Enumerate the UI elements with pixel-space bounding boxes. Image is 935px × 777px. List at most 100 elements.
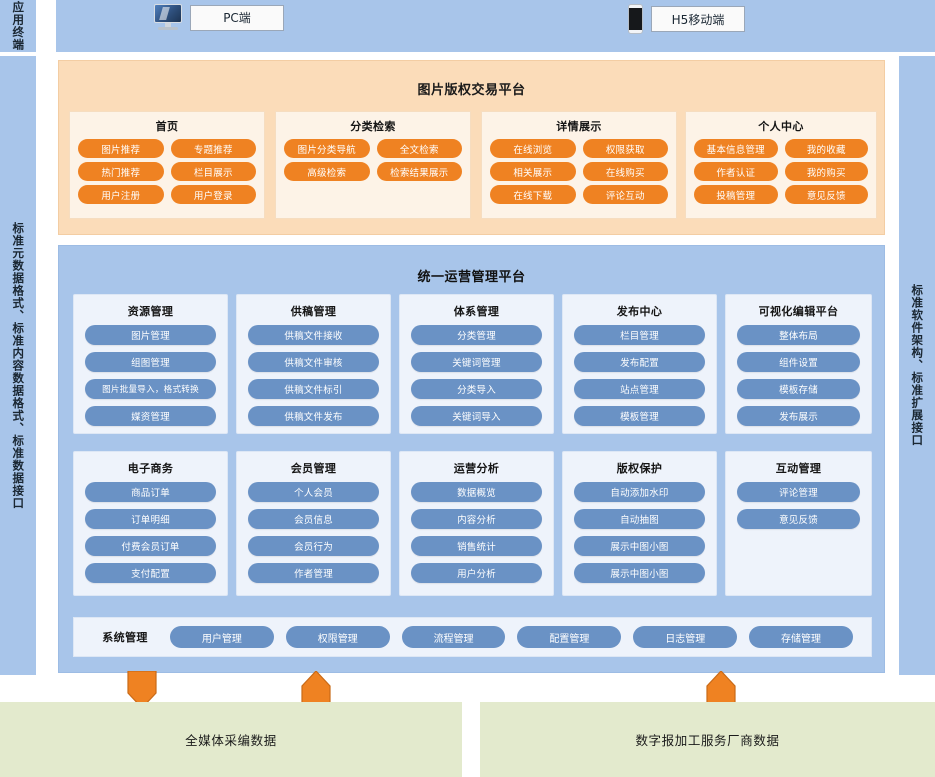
feature-pill[interactable]: 权限获取 — [582, 139, 668, 158]
feature-pill[interactable]: 供稿文件接收 — [248, 325, 379, 345]
feature-pill[interactable]: 用户登录 — [170, 185, 256, 204]
feature-pill[interactable]: 供稿文件发布 — [248, 406, 379, 426]
feature-pill[interactable]: 供稿文件标引 — [248, 379, 379, 399]
orange-group-home: 首页 图片推荐 专题推荐 热门推荐 栏目展示 用户注册 用户登录 — [69, 111, 265, 219]
terminal-pc-label: PC端 — [190, 4, 284, 31]
feature-pill[interactable]: 评论管理 — [737, 482, 860, 502]
feature-pill[interactable]: 关键词管理 — [411, 352, 542, 372]
system-management-label: 系统管理 — [102, 631, 148, 644]
system-pill[interactable]: 日志管理 — [633, 626, 738, 648]
feature-pill[interactable]: 基本信息管理 — [694, 139, 778, 158]
system-pill[interactable]: 权限管理 — [285, 626, 390, 648]
feature-pill[interactable]: 图片批量导入，格式转换 — [85, 379, 216, 399]
feature-pill[interactable]: 在线下载 — [490, 185, 576, 204]
desktop-monitor-icon — [154, 4, 182, 31]
feature-pill[interactable]: 图片管理 — [85, 325, 216, 345]
feature-pill[interactable]: 作者管理 — [248, 563, 379, 583]
feature-pill[interactable]: 全文检索 — [376, 139, 462, 158]
feature-pill[interactable]: 支付配置 — [85, 563, 216, 583]
terminal-strip: PC端 H5移动端 — [56, 0, 935, 52]
feature-pill[interactable]: 组图管理 — [85, 352, 216, 372]
feature-pill[interactable]: 商品订单 — [85, 482, 216, 502]
blue-group-member-management: 会员管理 个人会员 会员信息 会员行为 作者管理 — [236, 451, 391, 596]
group-title: 资源管理 — [127, 305, 174, 318]
feature-pill[interactable]: 专题推荐 — [170, 139, 256, 158]
feature-pill[interactable]: 检索结果展示 — [376, 162, 462, 181]
blue-group-contribution-management: 供稿管理 供稿文件接收 供稿文件审核 供稿文件标引 供稿文件发布 — [236, 294, 391, 434]
feature-pill[interactable]: 发布展示 — [737, 406, 860, 426]
feature-pill[interactable]: 供稿文件审核 — [248, 352, 379, 372]
blue-group-ecommerce: 电子商务 商品订单 订单明细 付费会员订单 支付配置 — [73, 451, 228, 596]
feature-pill[interactable]: 分类管理 — [411, 325, 542, 345]
orange-group-detail-display: 详情展示 在线浏览 权限获取 相关展示 在线购买 在线下载 评论互动 — [481, 111, 677, 219]
group-title: 首页 — [155, 120, 179, 133]
feature-pill[interactable]: 在线购买 — [582, 162, 668, 181]
feature-pill[interactable]: 在线浏览 — [490, 139, 576, 158]
feature-pill[interactable]: 相关展示 — [490, 162, 576, 181]
feature-pill[interactable]: 投稿管理 — [694, 185, 778, 204]
feature-pill[interactable]: 发布配置 — [574, 352, 705, 372]
feature-pill[interactable]: 订单明细 — [85, 509, 216, 529]
feature-pill[interactable]: 自动添加水印 — [574, 482, 705, 502]
system-pill[interactable]: 存储管理 — [749, 626, 853, 648]
terminal-h5-mobile[interactable]: H5移动端 — [628, 4, 745, 34]
feature-pill[interactable]: 意见反馈 — [784, 185, 868, 204]
mobile-phone-icon — [628, 4, 643, 34]
standard-software-band-right: 标准软件架构、标准扩展接口 — [899, 56, 935, 675]
feature-pill[interactable]: 栏目管理 — [574, 325, 705, 345]
feature-pill[interactable]: 会员信息 — [248, 509, 379, 529]
feature-pill[interactable]: 销售统计 — [411, 536, 542, 556]
group-title: 发布中心 — [616, 305, 663, 318]
feature-pill[interactable]: 高级检索 — [284, 162, 370, 181]
feature-pill[interactable]: 用户分析 — [411, 563, 542, 583]
terminal-pc[interactable]: PC端 — [154, 4, 284, 31]
feature-pill[interactable]: 个人会员 — [248, 482, 379, 502]
system-pill[interactable]: 配置管理 — [517, 626, 622, 648]
feature-pill[interactable]: 关键词导入 — [411, 406, 542, 426]
feature-pill[interactable]: 展示中图小图 — [574, 563, 705, 583]
group-title: 个人中心 — [758, 120, 804, 133]
feature-pill[interactable]: 模板管理 — [574, 406, 705, 426]
group-title: 体系管理 — [453, 305, 500, 318]
feature-pill[interactable]: 内容分析 — [411, 509, 542, 529]
group-title: 互动管理 — [775, 462, 822, 475]
blue-group-operations-analytics: 运营分析 数据概览 内容分析 销售统计 用户分析 — [399, 451, 554, 596]
feature-pill[interactable]: 数据概览 — [411, 482, 542, 502]
application-terminal-band: 应用终端 — [0, 0, 36, 52]
group-title: 可视化编辑平台 — [758, 305, 839, 318]
feature-pill[interactable]: 自动抽图 — [574, 509, 705, 529]
feature-pill[interactable]: 热门推荐 — [78, 162, 164, 181]
feature-pill[interactable]: 分类导入 — [411, 379, 542, 399]
feature-pill[interactable]: 展示中图小图 — [574, 536, 705, 556]
feature-pill[interactable]: 我的购买 — [784, 162, 868, 181]
terminal-h5-label: H5移动端 — [651, 6, 745, 32]
system-pill[interactable]: 用户管理 — [170, 626, 274, 648]
feature-pill[interactable]: 图片分类导航 — [284, 139, 370, 158]
blue-group-resource-management: 资源管理 图片管理 组图管理 图片批量导入，格式转换 媒资管理 — [73, 294, 228, 434]
blue-group-taxonomy-management: 体系管理 分类管理 关键词管理 分类导入 关键词导入 — [399, 294, 554, 434]
feature-pill[interactable]: 栏目展示 — [170, 162, 256, 181]
blue-group-visual-editing-platform: 可视化编辑平台 整体布局 组件设置 模板存储 发布展示 — [725, 294, 872, 434]
feature-pill[interactable]: 我的收藏 — [784, 139, 868, 158]
feature-pill[interactable]: 站点管理 — [574, 379, 705, 399]
feature-pill[interactable]: 整体布局 — [737, 325, 860, 345]
blue-platform-title: 统一运营管理平台 — [417, 270, 526, 285]
feature-pill[interactable]: 作者认证 — [694, 162, 778, 181]
group-title: 电子商务 — [127, 462, 174, 475]
feature-pill[interactable]: 会员行为 — [248, 536, 379, 556]
group-title: 供稿管理 — [290, 305, 337, 318]
feature-pill[interactable]: 评论互动 — [582, 185, 668, 204]
orange-platform-title: 图片版权交易平台 — [417, 83, 526, 98]
group-title: 会员管理 — [290, 462, 337, 475]
feature-pill[interactable]: 模板存储 — [737, 379, 860, 399]
feature-pill[interactable]: 意见反馈 — [737, 509, 860, 529]
feature-pill[interactable]: 用户注册 — [78, 185, 164, 204]
orange-group-personal-center: 个人中心 基本信息管理 我的收藏 作者认证 我的购买 投稿管理 意见反馈 — [685, 111, 877, 219]
system-pill[interactable]: 流程管理 — [401, 626, 506, 648]
group-title: 版权保护 — [616, 462, 663, 475]
feature-pill[interactable]: 媒资管理 — [85, 406, 216, 426]
feature-pill[interactable]: 付费会员订单 — [85, 536, 216, 556]
feature-pill[interactable]: 组件设置 — [737, 352, 860, 372]
feature-pill[interactable]: 图片推荐 — [78, 139, 164, 158]
